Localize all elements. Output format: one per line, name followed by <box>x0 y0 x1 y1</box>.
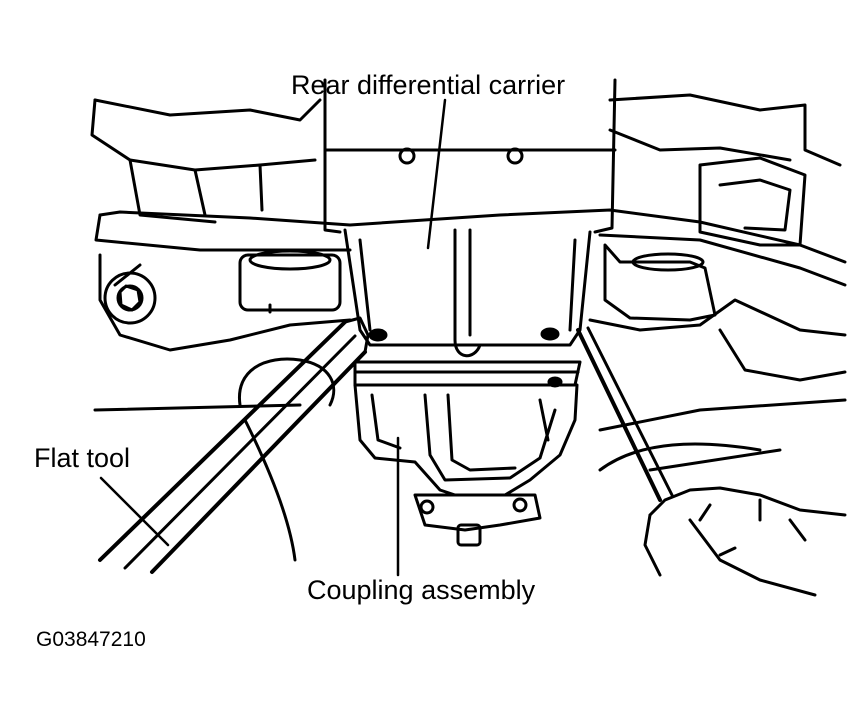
crossmember <box>96 210 845 285</box>
right-bushing <box>605 245 715 320</box>
screwdriver <box>578 328 845 595</box>
coupling-assembly <box>355 385 577 545</box>
coupling-label: Coupling assembly <box>307 575 536 605</box>
differential-carrier <box>325 80 615 386</box>
leader-flat-tool <box>101 478 168 545</box>
mount-bolt <box>105 273 155 323</box>
left-bushing <box>240 251 340 312</box>
carrier-label: Rear differential carrier <box>291 70 566 100</box>
flat-tool <box>100 318 368 572</box>
leader-lines <box>101 100 445 575</box>
leader-carrier <box>428 100 445 248</box>
chassis-outline <box>92 95 845 560</box>
figure-id: G03847210 <box>36 628 146 651</box>
flat-tool-label: Flat tool <box>34 443 131 473</box>
